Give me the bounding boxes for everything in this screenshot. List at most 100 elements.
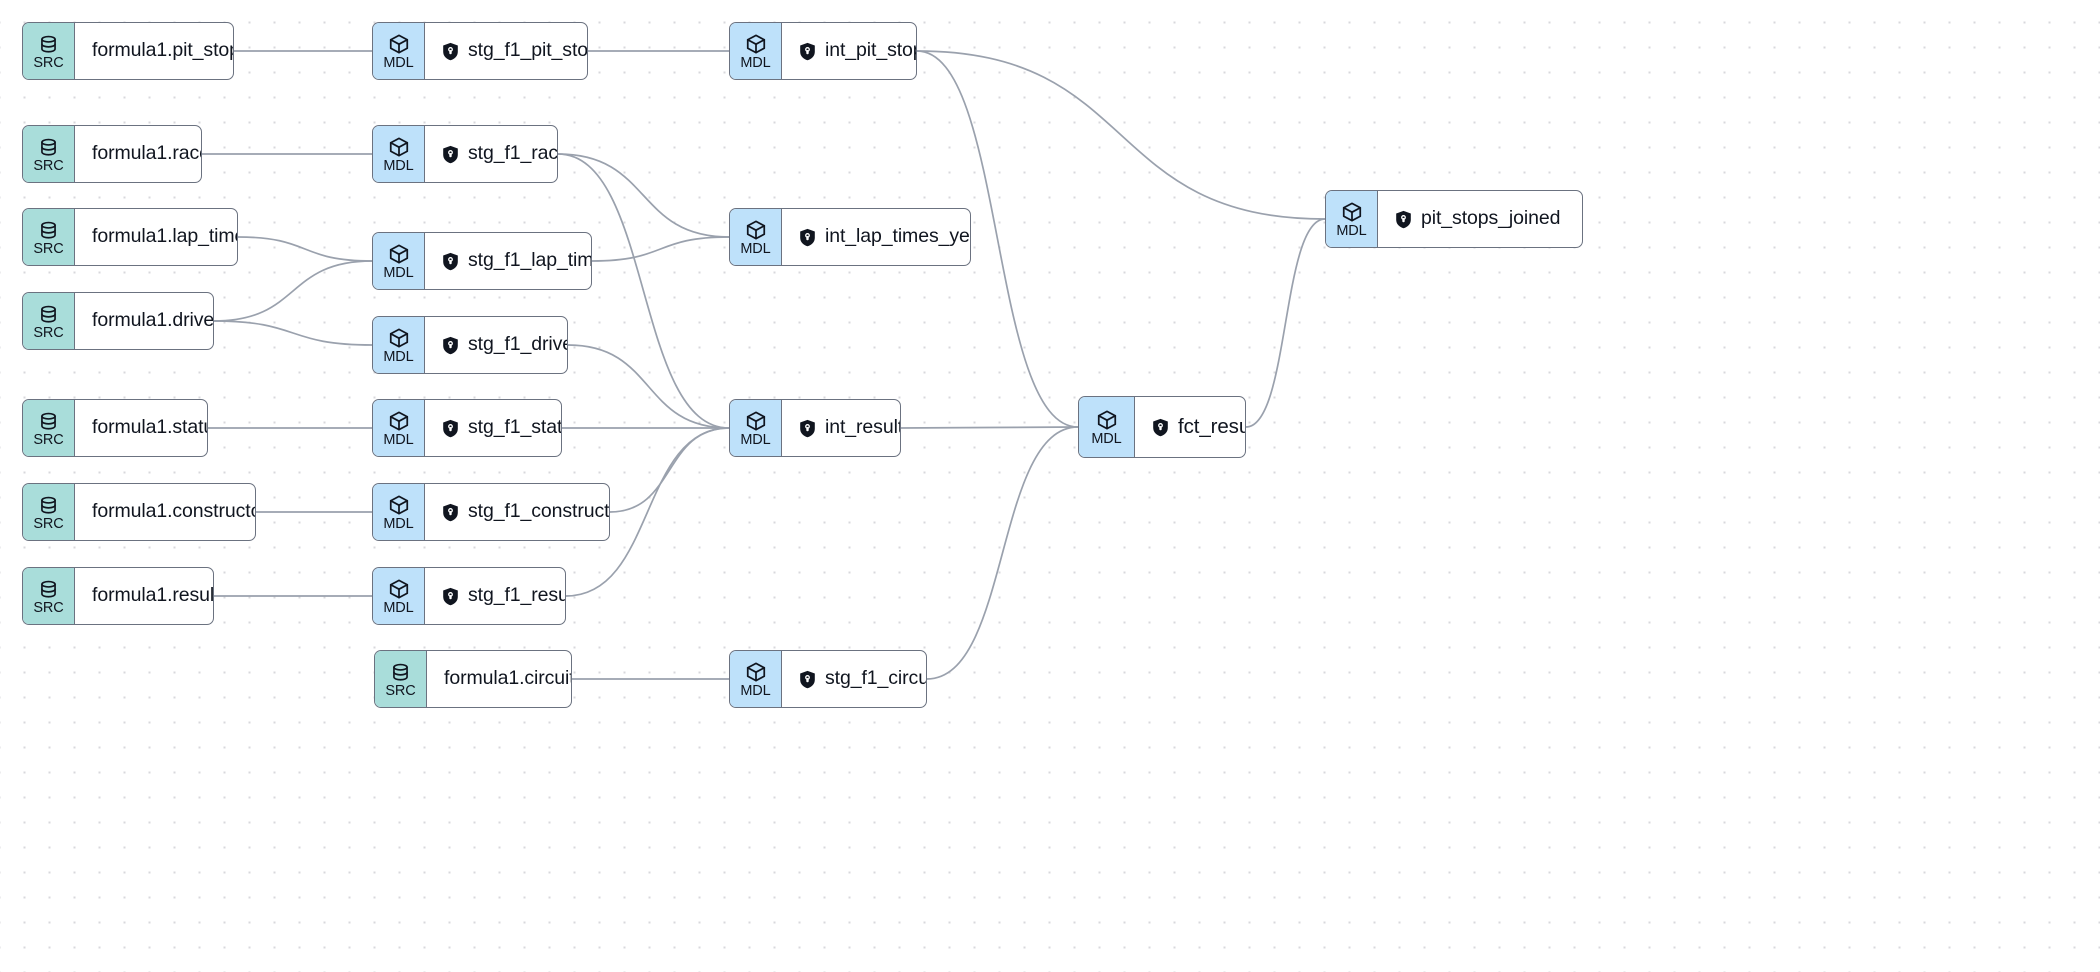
shield-lock-icon [442, 419, 459, 438]
source-badge: SRC [23, 293, 75, 349]
node-body: stg_f1_constructors [425, 484, 610, 540]
node-body: stg_f1_drivers [425, 317, 567, 373]
model-badge: MDL [373, 126, 425, 182]
cube-icon [745, 410, 767, 432]
cube-icon [388, 578, 410, 600]
node-label: stg_f1_constructors [468, 500, 610, 523]
node-body: stg_f1_status [425, 400, 562, 456]
badge-label: MDL [383, 349, 414, 366]
node-label: formula1.pit_stops [92, 39, 234, 62]
badge-label: MDL [383, 516, 414, 533]
node-label: pit_stops_joined [1421, 207, 1561, 230]
dag-node-src_constructors[interactable]: SRC formula1.constructors [22, 483, 256, 541]
dag-node-src_results[interactable]: SRC formula1.results [22, 567, 214, 625]
dag-node-src_status[interactable]: SRC formula1.status [22, 399, 208, 457]
dag-node-int_pit_stops[interactable]: MDL int_pit_stops [729, 22, 917, 80]
cube-icon [1341, 201, 1363, 223]
dag-node-stg_results[interactable]: MDL stg_f1_results [372, 567, 566, 625]
node-body: formula1.races [75, 126, 201, 182]
shield-lock-icon [442, 145, 459, 164]
dag-node-stg_drivers[interactable]: MDL stg_f1_drivers [372, 316, 568, 374]
node-label: fct_results [1178, 414, 1245, 438]
database-icon [38, 579, 59, 600]
model-badge: MDL [730, 23, 782, 79]
dag-edge-src_drivers-to-stg_lap_times [213, 260, 373, 322]
dag-edge-stg_constructors-to-int_results [609, 427, 730, 513]
node-label: formula1.results [92, 584, 214, 607]
node-label: stg_f1_status [468, 416, 562, 439]
badge-label: SRC [33, 599, 64, 616]
node-body: formula1.constructors [75, 484, 255, 540]
node-label: int_pit_stops [825, 39, 916, 62]
dag-edge-stg_drivers-to-int_results [567, 344, 730, 429]
node-label: formula1.constructors [92, 500, 255, 523]
model-badge: MDL [373, 23, 425, 79]
source-badge: SRC [23, 484, 75, 540]
dag-node-stg_circuits[interactable]: MDL stg_f1_circuits [729, 650, 927, 708]
badge-label: MDL [383, 432, 414, 449]
dag-node-int_results[interactable]: MDL int_results [729, 399, 901, 457]
badge-label: MDL [740, 432, 771, 449]
shield-lock-icon [799, 42, 816, 61]
node-body: formula1.pit_stops [75, 23, 234, 79]
badge-label: SRC [33, 324, 64, 341]
model-badge: MDL [730, 400, 782, 456]
dag-edge-stg_circuits-to-fct_results [926, 426, 1079, 680]
shield-lock-icon [799, 419, 816, 438]
shield-lock-icon [442, 336, 459, 355]
database-icon [38, 411, 59, 432]
cube-icon [745, 661, 767, 683]
cube-icon [1096, 409, 1118, 431]
dag-node-stg_constructors[interactable]: MDL stg_f1_constructors [372, 483, 610, 541]
dag-edge-stg_races-to-int_results [557, 153, 730, 429]
source-badge: SRC [23, 400, 75, 456]
dag-node-stg_status[interactable]: MDL stg_f1_status [372, 399, 562, 457]
badge-label: SRC [33, 515, 64, 532]
node-body: stg_f1_pit_stops [425, 23, 587, 79]
model-badge: MDL [730, 651, 782, 707]
model-badge: MDL [1326, 191, 1378, 247]
node-body: formula1.lap_times [75, 209, 237, 265]
database-icon [390, 662, 411, 683]
shield-lock-icon [442, 42, 459, 61]
node-body: pit_stops_joined [1378, 191, 1582, 247]
shield-lock-icon [442, 587, 459, 606]
dag-node-stg_races[interactable]: MDL stg_f1_races [372, 125, 558, 183]
node-body: formula1.status [75, 400, 207, 456]
cube-icon [745, 219, 767, 241]
node-label: stg_f1_circuits [825, 667, 926, 690]
database-icon [38, 34, 59, 55]
node-body: int_pit_stops [782, 23, 916, 79]
node-label: stg_f1_races [468, 142, 558, 165]
badge-label: SRC [33, 431, 64, 448]
dag-edge-int_results-to-fct_results [900, 426, 1079, 429]
dag-edge-int_pit_stops-to-pit_stops_joined [916, 50, 1326, 220]
cube-icon [388, 33, 410, 55]
database-icon [38, 304, 59, 325]
node-label: stg_f1_results [468, 584, 565, 607]
source-badge: SRC [23, 568, 75, 624]
node-body: stg_f1_circuits [782, 651, 926, 707]
shield-lock-icon [799, 670, 816, 689]
model-badge: MDL [373, 568, 425, 624]
dag-node-pit_stops_joined[interactable]: MDL pit_stops_joined [1325, 190, 1583, 248]
cube-icon [388, 494, 410, 516]
node-body: formula1.circuits [427, 651, 571, 707]
dag-edge-stg_lap_times-to-int_lap_times_years [591, 236, 730, 262]
dag-edge-src_lap_times-to-stg_lap_times [237, 236, 373, 262]
badge-label: MDL [383, 600, 414, 617]
model-badge: MDL [373, 400, 425, 456]
node-label: stg_f1_lap_times [468, 249, 592, 272]
node-body: int_results [782, 400, 900, 456]
